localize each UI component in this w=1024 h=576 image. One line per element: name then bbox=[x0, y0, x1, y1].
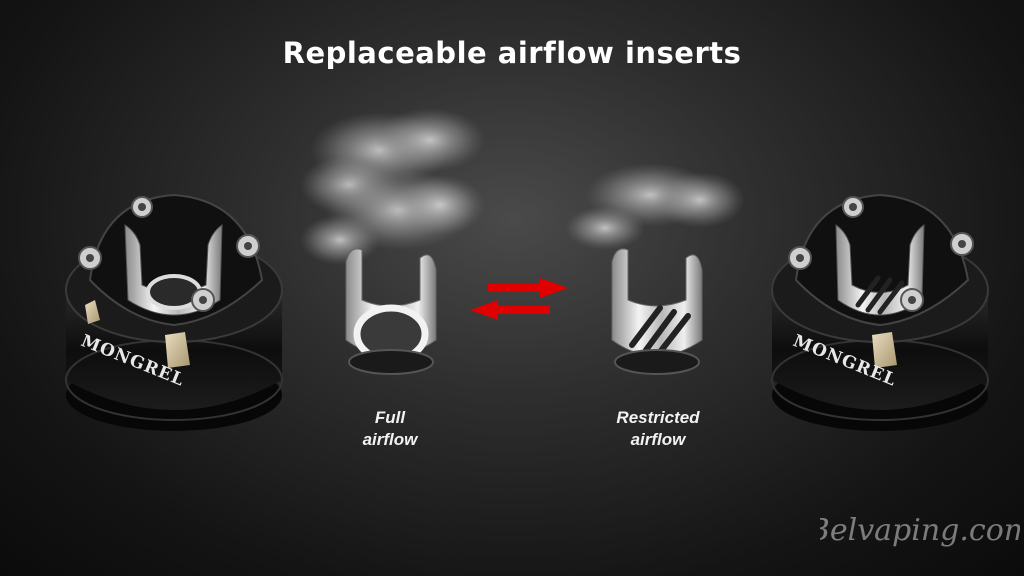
insert-full-airflow bbox=[345, 248, 437, 375]
smoke-cloud-large bbox=[300, 108, 485, 265]
screw-icon bbox=[788, 196, 974, 312]
caption-line: airflow bbox=[630, 430, 686, 449]
screw-icon bbox=[78, 196, 260, 312]
insert-restricted-airflow bbox=[611, 248, 703, 375]
page-title: Replaceable airflow inserts bbox=[282, 36, 742, 70]
watermark-logo: Belvaping.com bbox=[820, 513, 1020, 548]
swap-arrows-icon bbox=[470, 278, 568, 320]
caption-line: airflow bbox=[362, 430, 418, 449]
smoke-cloud-small bbox=[565, 163, 745, 250]
caption-line: Full bbox=[374, 408, 406, 427]
watermark-text: Belvaping.com bbox=[820, 513, 1020, 548]
deck-restricted-airflow: MONGREL bbox=[771, 193, 989, 431]
deck-full-airflow: MONGREL bbox=[65, 193, 283, 431]
caption-restricted-airflow: Restricted airflow bbox=[598, 407, 718, 451]
caption-full-airflow: Full airflow bbox=[330, 407, 450, 451]
caption-line: Restricted bbox=[616, 408, 700, 427]
